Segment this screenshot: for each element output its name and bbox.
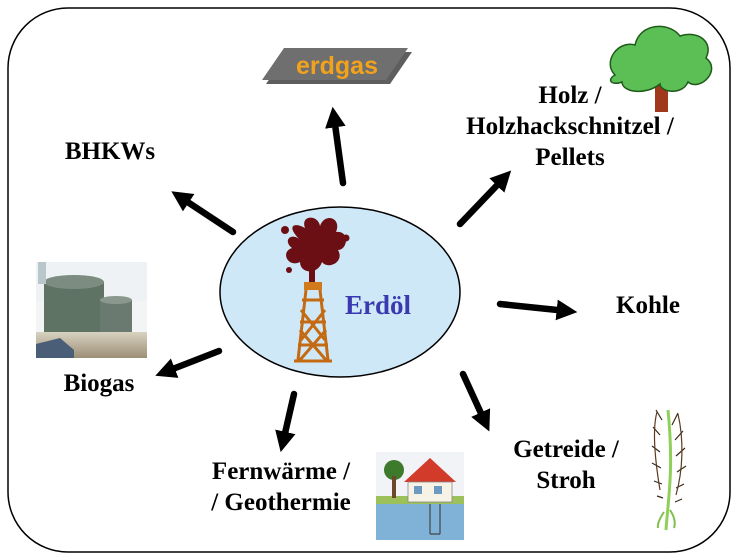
bhkws-label: BHKWs <box>64 138 156 165</box>
erdgas-logo-text: erdgas <box>296 52 378 80</box>
biogas-label: Biogas <box>63 370 135 397</box>
getreide-label: Getreide / Stroh <box>496 434 636 496</box>
arrow-to-getreide <box>459 370 491 432</box>
kohle-label: Kohle <box>616 292 680 319</box>
arrow-to-kohle <box>496 299 578 321</box>
arrows <box>155 106 578 453</box>
grain-stalk-icon <box>651 409 687 531</box>
arrow-to-erdgas <box>325 106 347 187</box>
arrow-to-biogas <box>155 347 223 378</box>
fernwaerme-line-1: Fernwärme / <box>211 458 351 485</box>
arrow-to-bhkws <box>171 191 237 236</box>
getreide-line-2: Stroh <box>536 467 596 494</box>
getreide-line-1: Getreide / <box>513 436 619 463</box>
outer-frame <box>7 7 731 553</box>
arrow-to-holz <box>456 170 512 228</box>
fernwaerme-label: Fernwärme / / Geothermie <box>186 456 376 518</box>
holz-line-2: Holzhackschnitzel / <box>466 113 674 140</box>
oil-derrick-icon <box>281 217 350 363</box>
erdgas-logo-icon <box>262 48 412 84</box>
biogas-plant-icon <box>36 262 147 358</box>
geothermal-house-icon <box>376 452 464 540</box>
tree-icon <box>609 25 713 112</box>
holz-line-3: Pellets <box>535 144 605 171</box>
holz-line-1: Holz / <box>538 82 602 109</box>
fernwaerme-line-2: / Geothermie <box>211 489 351 516</box>
arrow-to-fernwaerme <box>275 390 298 453</box>
center-label: Erdöl <box>344 290 411 320</box>
holz-label: Holz / Holzhackschnitzel / Pellets <box>440 80 700 173</box>
center-ellipse <box>219 206 461 378</box>
